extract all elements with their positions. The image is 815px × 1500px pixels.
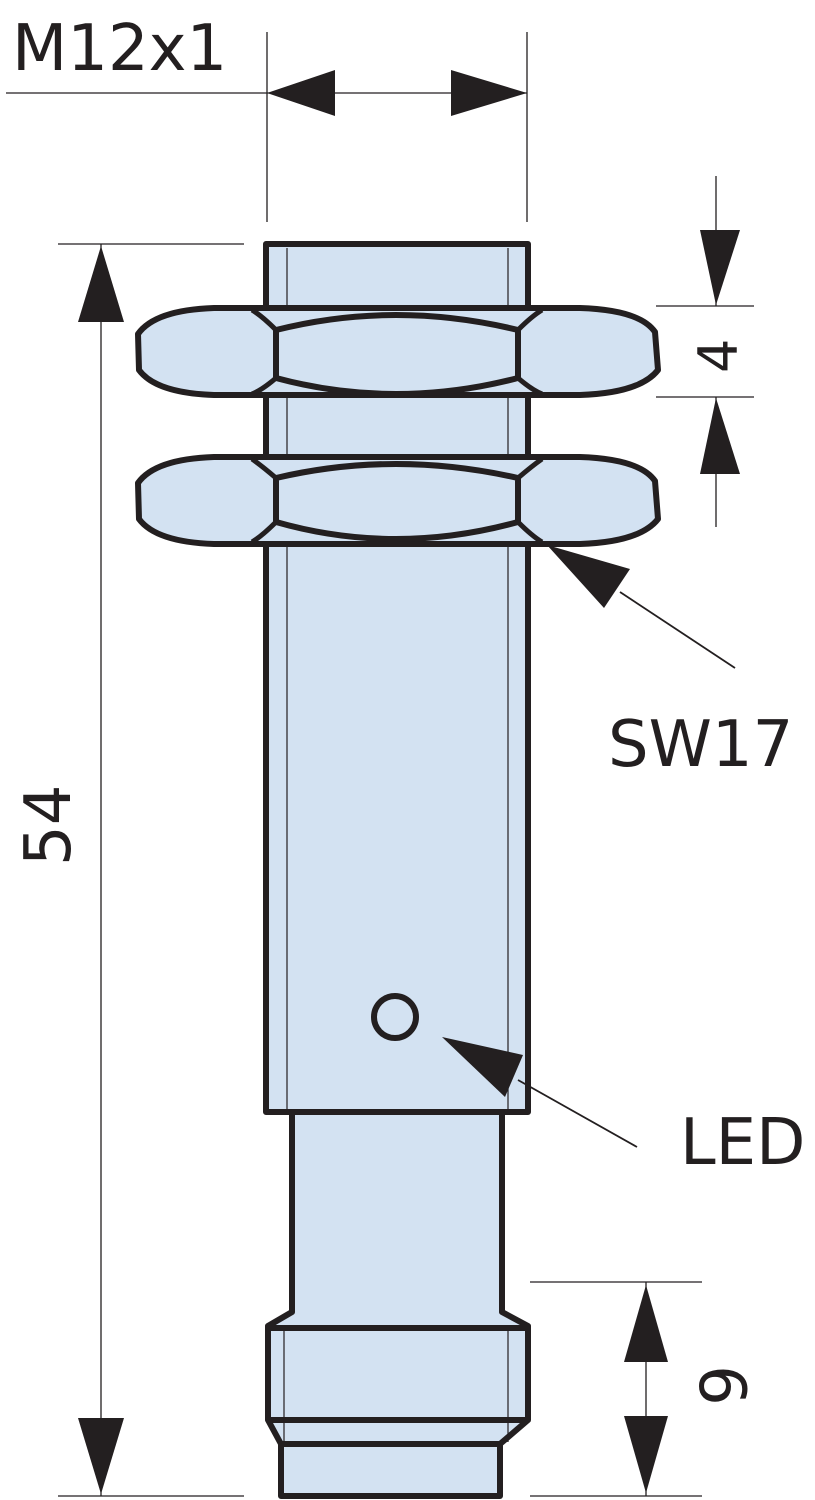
arrow-right-icon — [451, 70, 527, 116]
arrow-down-icon — [700, 230, 740, 305]
sensor-body — [135, 241, 661, 1499]
nut-thickness-label: 4 — [687, 339, 750, 373]
arrow-up-icon — [78, 246, 124, 322]
arrow-down-icon — [78, 1418, 124, 1494]
nut-thickness-dimension — [656, 176, 754, 527]
arrow-up-icon — [624, 1285, 668, 1362]
callout-arrow-icon — [442, 1037, 523, 1097]
arrow-left-icon — [267, 70, 335, 116]
led-label: LED — [680, 1106, 805, 1180]
connector-length-dimension — [530, 1281, 702, 1497]
led-callout — [442, 1037, 638, 1148]
lower-nut — [135, 454, 661, 547]
led-indicator — [371, 993, 419, 1041]
arrow-up-icon — [700, 398, 740, 474]
overall-length-dimension — [58, 243, 244, 1497]
wrench-size-callout — [547, 545, 736, 669]
wrench-size-label: SW17 — [608, 708, 793, 782]
overall-length-label: 54 — [12, 785, 86, 866]
connector-length-label: 6 — [684, 1365, 758, 1406]
thread-dimension — [6, 32, 528, 222]
callout-arrow-icon — [547, 545, 630, 608]
arrow-down-icon — [624, 1416, 668, 1493]
upper-nut — [135, 305, 661, 398]
thread-label: M12x1 — [12, 12, 227, 86]
connector-tube — [265, 1109, 531, 1499]
